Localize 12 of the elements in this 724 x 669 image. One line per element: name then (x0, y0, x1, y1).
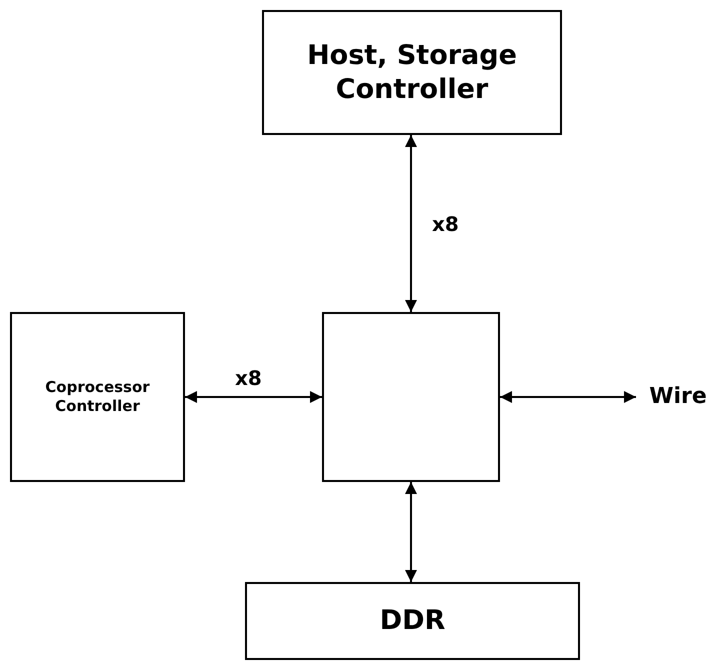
double-arrow (405, 482, 417, 582)
double-arrow (185, 391, 322, 403)
port-label: Wire (649, 383, 707, 411)
block-box (322, 312, 500, 482)
block-box (262, 10, 562, 135)
double-arrow (405, 135, 417, 312)
double-arrow (500, 391, 636, 403)
block-box (10, 312, 185, 482)
block-label: DDR (380, 604, 446, 638)
block-label: Host, Storage Controller (306, 38, 518, 106)
block-label: Coprocessor Controller (44, 378, 151, 416)
block-box (245, 582, 580, 660)
